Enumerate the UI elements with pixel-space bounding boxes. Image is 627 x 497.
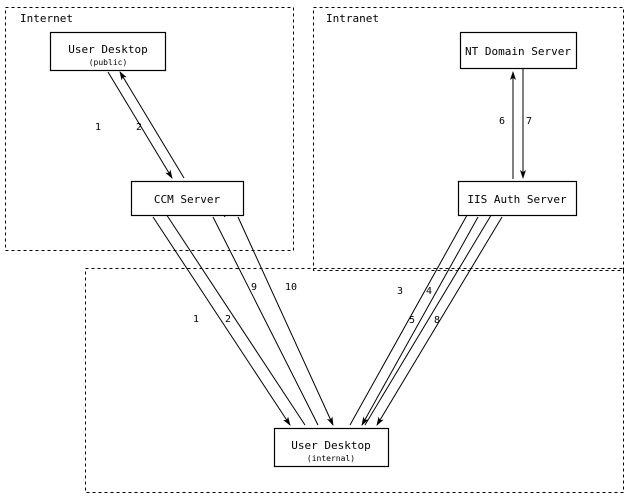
- flow-line-step-10: [237, 216, 334, 426]
- zone-internet-border: [5, 7, 294, 251]
- node-user-desktop-public-box[interactable]: [49, 31, 167, 72]
- step-label-2-public: 2: [136, 122, 142, 133]
- step-label-9: 9: [251, 282, 257, 293]
- node-nt-domain-server[interactable]: NT Domain Server: [459, 31, 578, 70]
- flow-line-step-8: [376, 216, 503, 426]
- node-user-desktop-public[interactable]: User Desktop (public): [49, 31, 167, 72]
- node-user-desktop-public-title: User Desktop: [68, 43, 147, 56]
- step-label-1-internal: 1: [193, 314, 199, 325]
- zone-intranet-label: Intranet: [326, 12, 379, 25]
- zone-internet: Internet: [5, 7, 294, 251]
- node-iis-auth-server-title: IIS Auth Server: [467, 193, 567, 206]
- node-user-desktop-public-subtitle: (public): [89, 58, 128, 67]
- node-ccm-server-box[interactable]: [130, 180, 245, 217]
- flow-public-ccm: [107, 71, 185, 179]
- node-user-desktop-internal-subtitle: (internal): [307, 454, 355, 463]
- node-ccm-server[interactable]: CCM Server: [130, 180, 245, 217]
- flow-line-step-2-internal: [152, 216, 291, 426]
- flow-line-step-1-internal: [167, 216, 306, 426]
- flow-iis-internal-58: [364, 192, 505, 426]
- step-label-1-public: 1: [95, 122, 101, 133]
- flow-line-step-5: [364, 216, 491, 426]
- zone-internet-label: Internet: [20, 12, 73, 25]
- zone-intranet: Intranet: [313, 7, 624, 271]
- node-user-desktop-internal-box[interactable]: [273, 427, 390, 468]
- step-label-2-internal: 2: [225, 314, 231, 325]
- node-user-desktop-internal[interactable]: User Desktop (internal): [273, 427, 390, 468]
- flow-line-step-2-public: [119, 71, 185, 179]
- zone-internal-border: [85, 268, 624, 493]
- step-labels: 1 2 1 2 3 4 5 6 7 8 9 10: [95, 116, 532, 326]
- node-nt-domain-server-title: NT Domain Server: [465, 45, 571, 58]
- flow-iis-internal-34: [349, 192, 481, 426]
- flow-line-step-9: [212, 216, 319, 426]
- node-user-desktop-internal-title: User Desktop: [291, 439, 370, 452]
- flow-line-step-3: [349, 216, 467, 426]
- zone-intranet-border: [313, 7, 624, 271]
- zone-internal: [85, 268, 624, 493]
- node-iis-auth-server[interactable]: IIS Auth Server: [457, 180, 578, 217]
- step-label-6: 6: [499, 116, 505, 127]
- step-label-10: 10: [285, 282, 297, 293]
- flow-ccm-internal-910: [211, 192, 334, 426]
- node-nt-domain-server-box[interactable]: [459, 31, 578, 70]
- step-label-5: 5: [409, 315, 415, 326]
- step-label-4: 4: [426, 286, 432, 297]
- step-label-3: 3: [397, 286, 403, 297]
- node-iis-auth-server-box[interactable]: [457, 180, 578, 217]
- flow-iis-ntdomain: [510, 69, 526, 179]
- flow-ccm-internal-12: [151, 192, 306, 426]
- flow-line-step-4: [361, 216, 479, 426]
- step-label-7: 7: [526, 116, 532, 127]
- flow-line-step-1-public: [107, 71, 173, 179]
- node-ccm-server-title: CCM Server: [154, 193, 221, 206]
- step-label-8: 8: [434, 315, 440, 326]
